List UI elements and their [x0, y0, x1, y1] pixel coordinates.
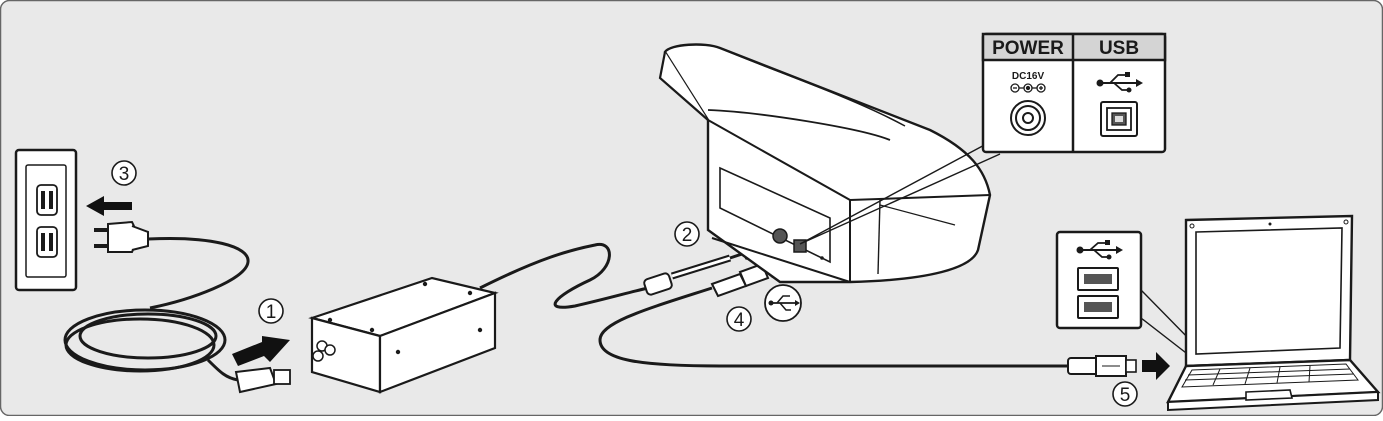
step-3-marker: 3: [111, 160, 137, 186]
svg-text:5: 5: [1120, 385, 1131, 406]
outlet-socket-lower: [36, 226, 58, 258]
dc-jack-icon: [1010, 100, 1046, 136]
adapter-inlet: [312, 340, 336, 362]
step-4-marker: 4: [726, 306, 752, 332]
wall-outlet: [14, 148, 78, 292]
callout-leader: [799, 141, 1001, 245]
usb-label: USB: [1099, 38, 1139, 59]
step-1-marker: 1: [258, 298, 284, 324]
ac-plug: [94, 220, 149, 253]
ac-adapter: [308, 276, 499, 394]
dc-power-cord: [479, 242, 649, 309]
svg-text:4: 4: [734, 310, 745, 331]
scanner: [658, 43, 992, 284]
usb-icon: [764, 284, 802, 322]
svg-text:3: 3: [119, 164, 130, 185]
push-arrow-icon: [232, 336, 290, 366]
push-arrow-icon: [1142, 352, 1170, 380]
port-callout: POWER USB DC16V: [981, 32, 1167, 154]
laptop-keyboard: [1181, 363, 1359, 388]
step-2-marker: 2: [674, 221, 700, 247]
usb-a-plug: [1067, 355, 1137, 377]
usb-cable: [598, 286, 1070, 368]
usb-icon: [1076, 240, 1123, 260]
power-label: POWER: [992, 38, 1064, 59]
usb-b-port-icon: [1100, 101, 1138, 137]
svg-text:1: 1: [266, 302, 277, 323]
push-arrow-icon: [86, 196, 132, 216]
svg-text:2: 2: [682, 225, 693, 246]
step-5-marker: 5: [1112, 381, 1138, 407]
scanner-power-port: [772, 228, 788, 244]
laptop-touchpad: [1245, 389, 1294, 401]
laptop: [1166, 214, 1381, 412]
usb-a-port-icon: [1077, 267, 1119, 319]
outlet-socket-upper: [36, 184, 58, 216]
usb-icon: [1096, 72, 1143, 93]
ac-power-cord: [63, 236, 250, 382]
laptop-usb-callout: [1055, 230, 1143, 330]
dc-polarity-icon: [1010, 83, 1046, 93]
voltage-label: DC16V: [1012, 71, 1045, 82]
ac-inlet-connector: [234, 366, 291, 394]
